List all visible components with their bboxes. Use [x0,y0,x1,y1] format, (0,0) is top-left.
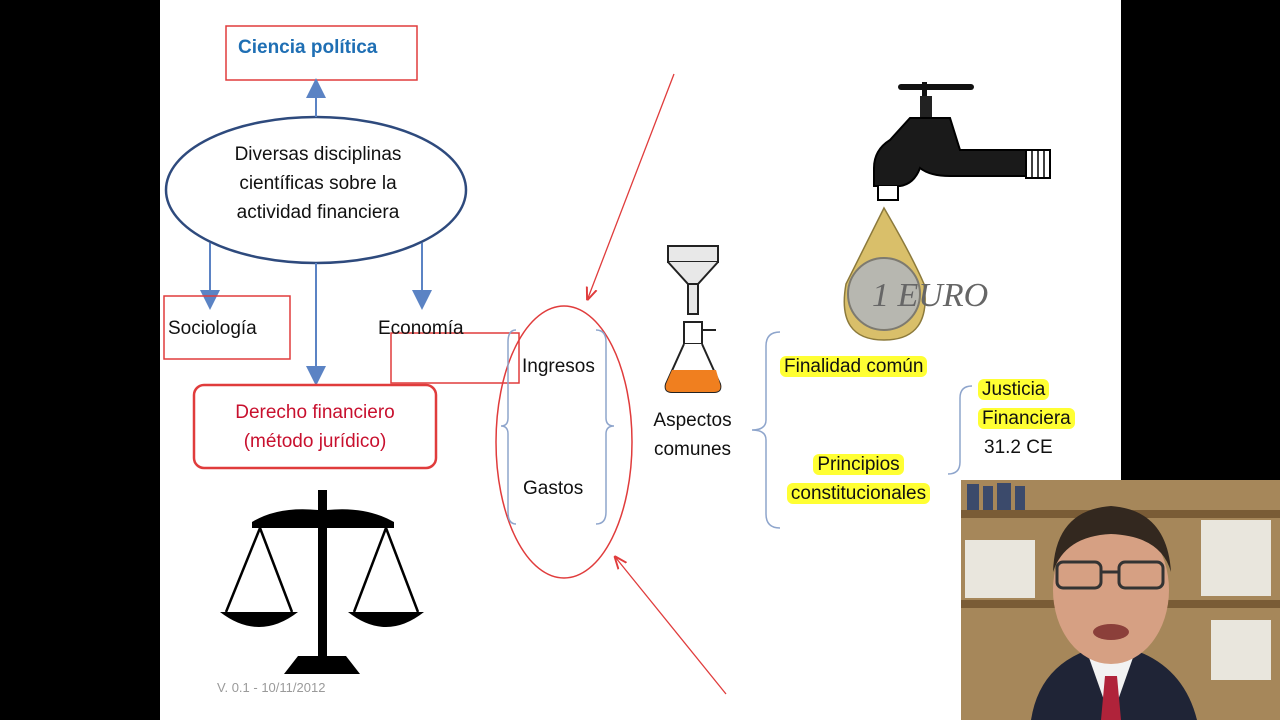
bracket-justicia [947,385,973,475]
aspectos-line: comunes [653,439,732,460]
bracket-left-top [500,329,517,525]
finalidad-highlight: Finalidad común [780,356,928,377]
red-arrow-bottom [616,558,727,695]
derecho-financiero-label: Derecho financiero (método jurídico) [198,398,432,456]
gastos-label: Gastos [523,478,584,499]
coin-text: 1 EURO [872,277,988,314]
principios-constitucionales-label: Principios constitucionales [776,450,941,508]
justicia-line: Financiera [978,408,1075,429]
flask-icon [664,321,722,393]
sociologia-label: Sociología [168,318,257,339]
webcam-frame [961,480,1280,720]
ingresos-gastos-ellipse [495,305,633,579]
finalidad-comun-label: Finalidad común [780,352,928,381]
sociologia-box [163,295,291,360]
diagram-canvas: 1 EURO [163,25,1051,695]
ingresos-label: Ingresos [522,356,595,377]
disciplinas-label: Diversas disciplinas científicas sobre l… [208,140,428,227]
derecho-box [192,383,438,470]
slide: 1 EURO Ciencia política Diversas discipl… [160,0,1121,720]
version-label: V. 0.1 - 10/11/2012 [217,680,326,695]
justicia-line: Justicia [978,379,1050,400]
disciplinas-line: científicas sobre la [239,173,397,194]
derecho-line: (método jurídico) [243,431,387,452]
bracket-aspectos [751,331,781,529]
aspectos-comunes-label: Aspectos comunes [630,406,755,464]
disciplinas-line: actividad financiera [236,202,400,223]
principios-line: Principios [813,454,904,475]
funnel-icon [667,245,719,315]
justicia-financiera-label: Justicia Financiera [978,375,1075,433]
ciencia-politica-label: Ciencia política [238,37,378,58]
derecho-line: Derecho financiero [235,402,395,423]
economia-box [390,332,520,384]
principios-line: constitucionales [786,483,931,504]
articulo-label: 31.2 CE [984,437,1053,458]
economia-label: Economía [378,318,464,339]
webcam-video [961,480,1280,720]
disciplinas-line: Diversas disciplinas [234,144,402,165]
coin-drop-icon: 1 EURO [843,206,988,341]
bracket-right [595,329,615,525]
balance-scale-icon [220,490,424,674]
faucet-icon [873,82,1051,201]
aspectos-line: Aspectos [653,410,732,431]
red-arrow-top [588,73,675,298]
